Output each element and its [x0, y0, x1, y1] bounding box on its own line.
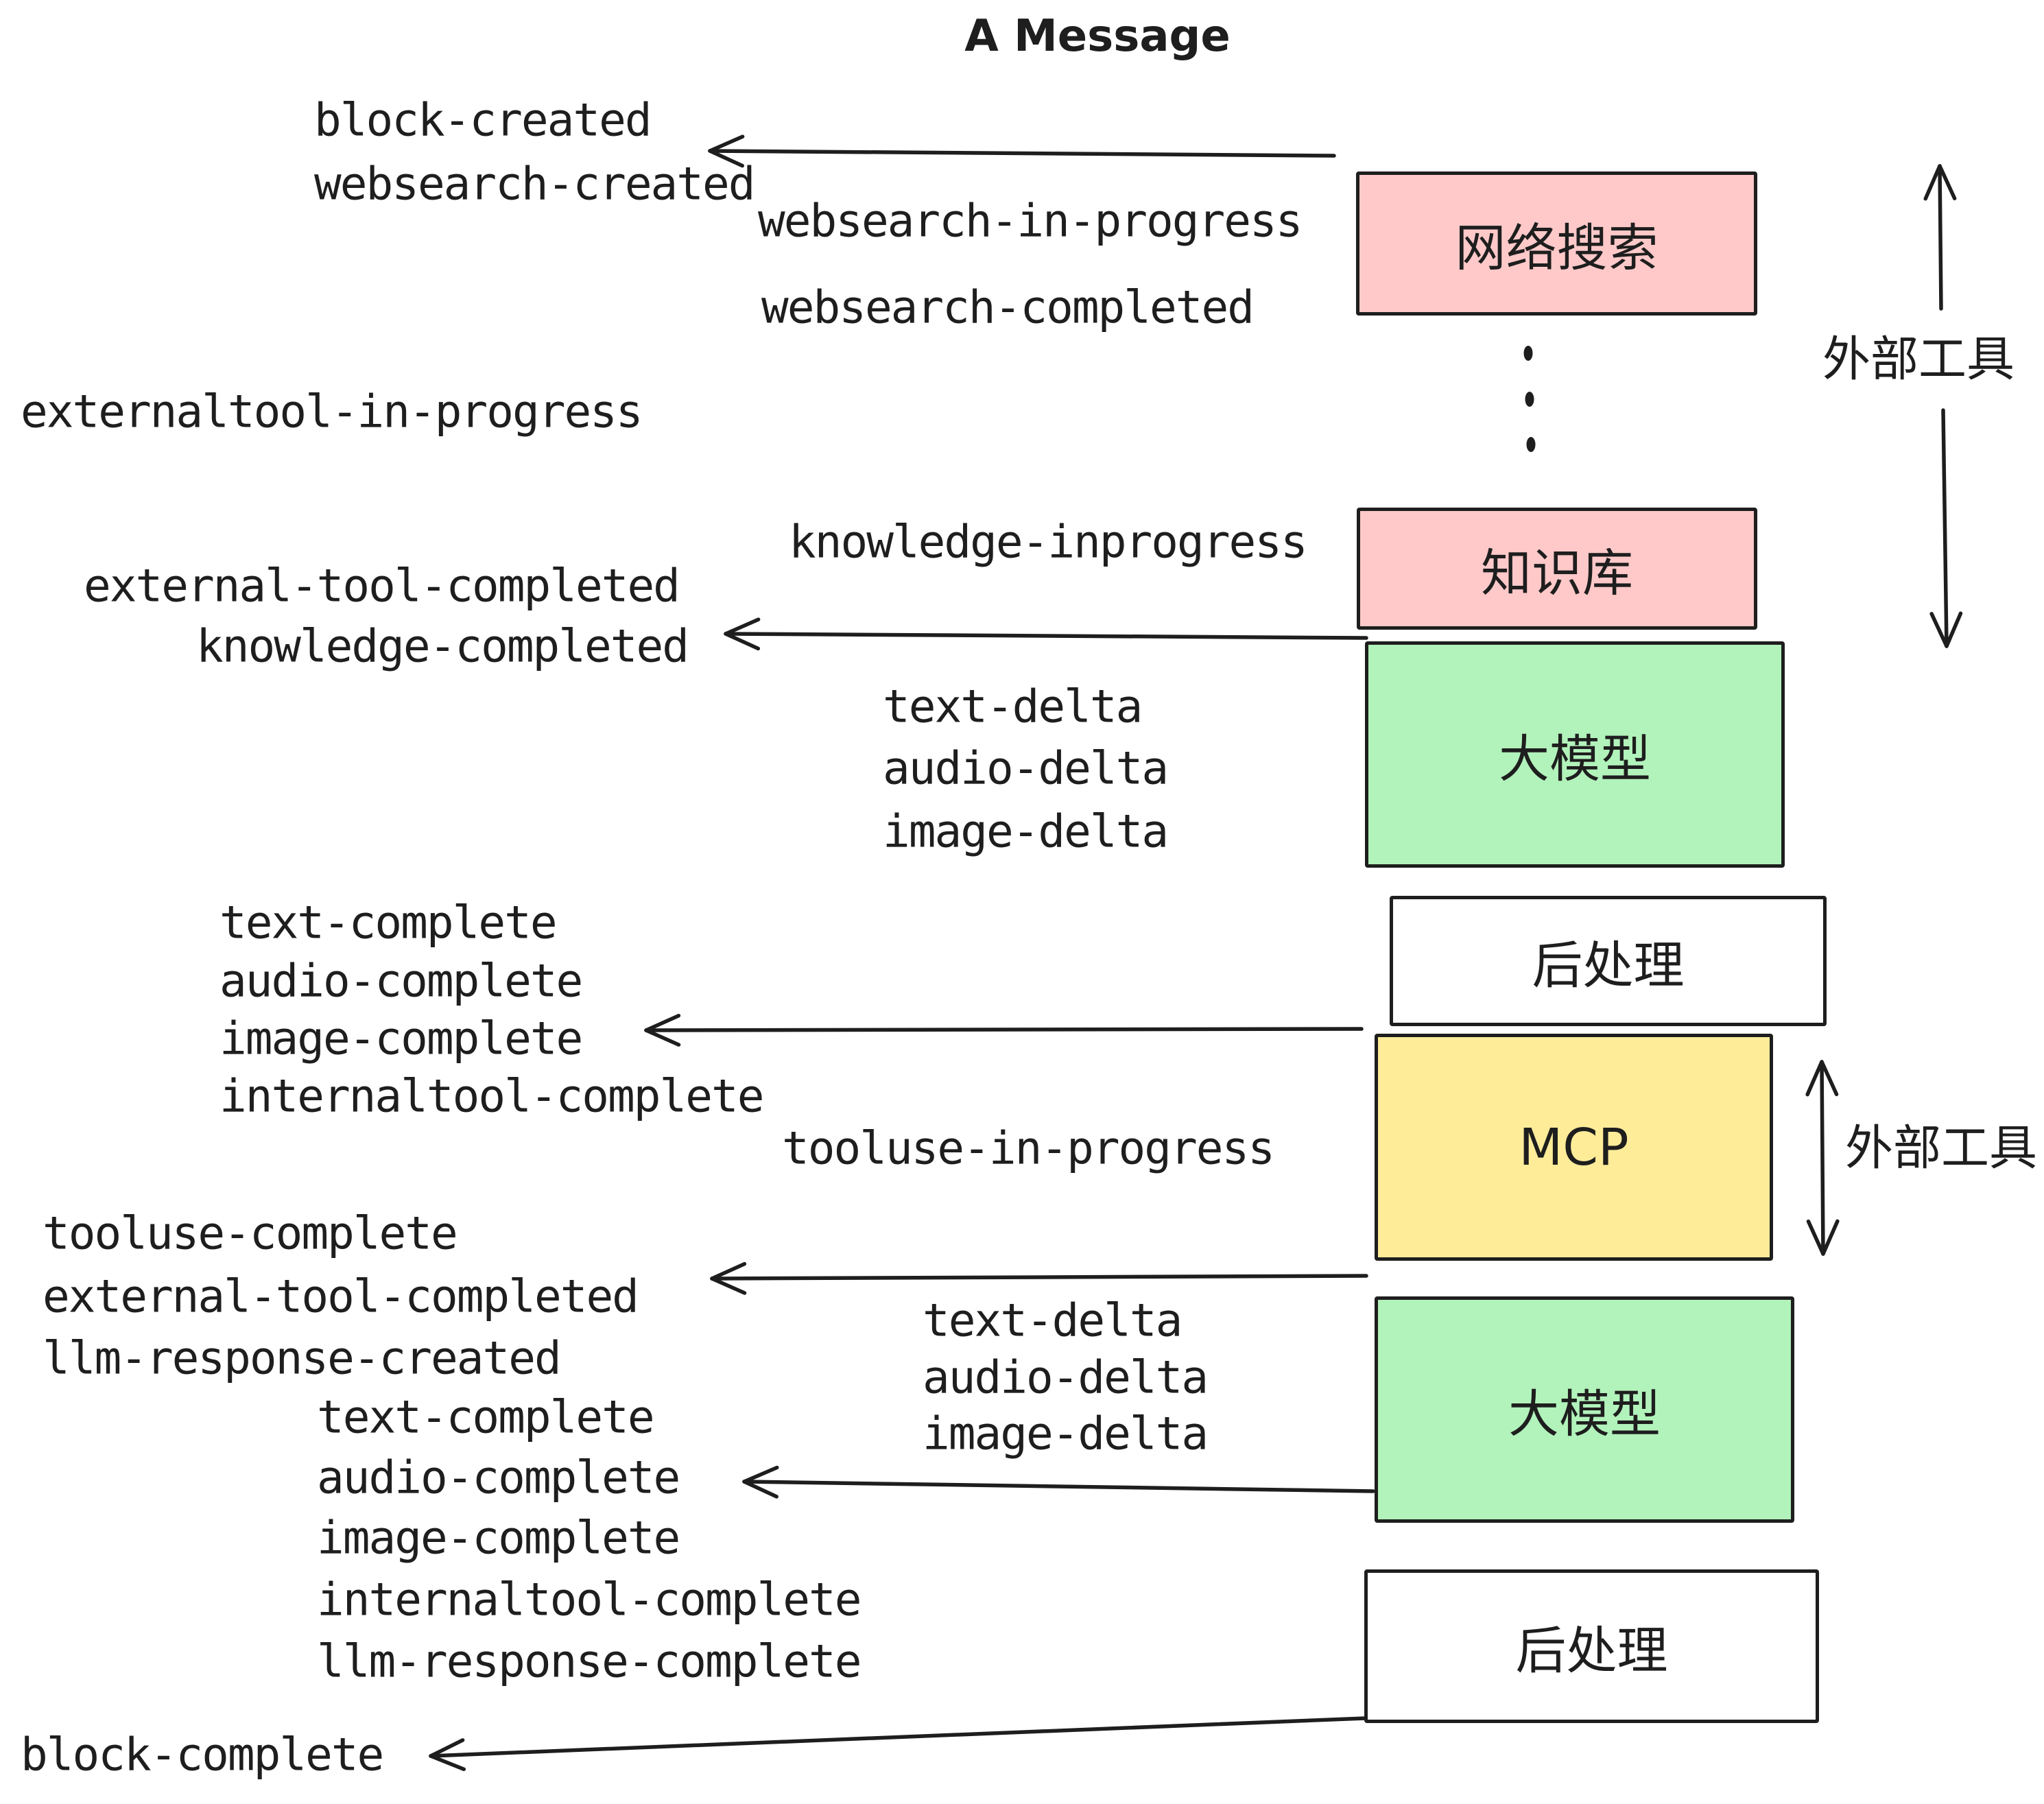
arrow-shaft [429, 1716, 1367, 1758]
external-tools-arrow-mcp [1805, 1060, 1840, 1256]
event-image-complete-1: image-complete [219, 1012, 583, 1065]
event-knowledge-completed: knowledge-completed [196, 619, 689, 673]
arrow-head-stroke [1929, 612, 1949, 648]
event-websearch-completed: websearch-completed [761, 281, 1255, 334]
arrow-to-tooluse-complete [710, 1261, 1368, 1295]
event-internaltool-complete-1: internaltool-complete [219, 1069, 764, 1123]
event-image-complete-2: image-complete [317, 1511, 680, 1565]
event-internaltool-complete-2: internaltool-complete [317, 1573, 861, 1626]
box-label-knowledge: 知识库 [1481, 543, 1633, 603]
arrow-to-image-complete [644, 1013, 1364, 1047]
event-tooluse-in-progress: tooluse-in-progress [782, 1121, 1275, 1175]
diagram-title: A Message [964, 11, 1231, 62]
arrow-head-stroke [644, 1028, 681, 1047]
event-block-created: block-created [314, 93, 652, 147]
box-label-post-process-2: 后处理 [1515, 1621, 1668, 1681]
event-audio-complete-2: audio-complete [317, 1451, 680, 1504]
event-block-complete: block-complete [21, 1728, 384, 1781]
event-image-delta-1: image-delta [883, 805, 1169, 858]
arrow-shaft [1938, 164, 1943, 311]
arrow-to-block-created [708, 134, 1336, 168]
box-post-process-2: 后处理 [1364, 1569, 1819, 1723]
arrow-head-stroke [429, 1738, 465, 1758]
event-audio-complete-1: audio-complete [219, 954, 583, 1008]
arrow-shaft [644, 1027, 1364, 1032]
event-text-delta-2: text-delta [923, 1294, 1183, 1347]
arrow-head-stroke [1806, 1219, 1825, 1256]
box-label-mcp: MCP [1519, 1117, 1629, 1177]
box-websearch: 网络搜索 [1356, 171, 1757, 316]
arrow-shaft [1941, 408, 1949, 648]
box-label-llm-1: 大模型 [1499, 729, 1651, 789]
box-label-llm-2: 大模型 [1508, 1384, 1661, 1444]
event-text-complete-1: text-complete [219, 896, 558, 949]
arrow-shaft [710, 1274, 1368, 1281]
box-post-process-1: 后处理 [1390, 896, 1827, 1026]
arrow-head-stroke [1945, 611, 1963, 648]
event-knowledge-inprogress: knowledge-inprogress [789, 515, 1308, 569]
box-label-post-process-1: 后处理 [1532, 936, 1685, 995]
arrow-head-stroke [742, 1465, 779, 1484]
annotation-external-tools-top: 外部工具 [1822, 331, 2015, 388]
box-mcp: MCP [1375, 1034, 1773, 1261]
arrow-shaft [708, 149, 1336, 158]
arrow-head-stroke [644, 1013, 681, 1032]
arrow-head-stroke [429, 1754, 466, 1772]
arrow-head-stroke [724, 617, 761, 636]
event-image-delta-2: image-delta [923, 1407, 1209, 1460]
box-llm-1: 大模型 [1365, 641, 1785, 868]
box-llm-2: 大模型 [1375, 1296, 1794, 1523]
arrow-head-stroke [1938, 164, 1957, 201]
arrow-to-block-complete [429, 1716, 1367, 1772]
box-label-websearch: 网络搜索 [1455, 218, 1659, 278]
arrow-head-stroke [1923, 164, 1942, 201]
event-llm-response-complete: llm-response-complete [317, 1635, 861, 1688]
ellipsis-dot [1523, 346, 1533, 361]
arrow-head-stroke [1805, 1060, 1824, 1097]
arrow-head-stroke [708, 134, 745, 153]
arrow-to-audio-complete [742, 1465, 1375, 1499]
arrow-head-stroke [1821, 1219, 1840, 1256]
event-audio-delta-1: audio-delta [883, 741, 1169, 795]
arrow-shaft [724, 632, 1368, 640]
box-knowledge: 知识库 [1357, 508, 1757, 630]
event-llm-response-created: llm-response-created [43, 1331, 562, 1385]
arrow-head-stroke [710, 1277, 747, 1295]
event-websearch-created: websearch-created [314, 157, 756, 211]
event-text-complete-2: text-complete [317, 1390, 655, 1444]
external-tools-arrow-down [1929, 408, 1963, 648]
annotation-external-tools-mcp: 外部工具 [1845, 1119, 2037, 1176]
arrow-head-stroke [710, 1261, 747, 1281]
arrow-head-stroke [1820, 1060, 1839, 1097]
arrow-to-knowledge-completed [724, 617, 1368, 651]
event-external-tool-completed-2: external-tool-completed [43, 1270, 639, 1323]
arrow-head-stroke [742, 1480, 779, 1499]
event-tooluse-complete: tooluse-complete [43, 1207, 458, 1260]
arrow-head-stroke [724, 632, 761, 651]
event-external-tool-completed-1: external-tool-completed [84, 559, 680, 613]
arrow-shaft [742, 1480, 1375, 1493]
external-tools-arrow-up [1923, 164, 1957, 311]
event-externaltool-in-progress: externaltool-in-progress [21, 385, 643, 438]
event-text-delta-1: text-delta [883, 680, 1143, 733]
ellipsis-dot [1526, 437, 1536, 452]
event-audio-delta-2: audio-delta [923, 1351, 1209, 1404]
arrow-shaft [1820, 1060, 1825, 1256]
ellipsis-dot [1525, 392, 1534, 407]
event-websearch-in-progress: websearch-in-progress [758, 194, 1303, 248]
